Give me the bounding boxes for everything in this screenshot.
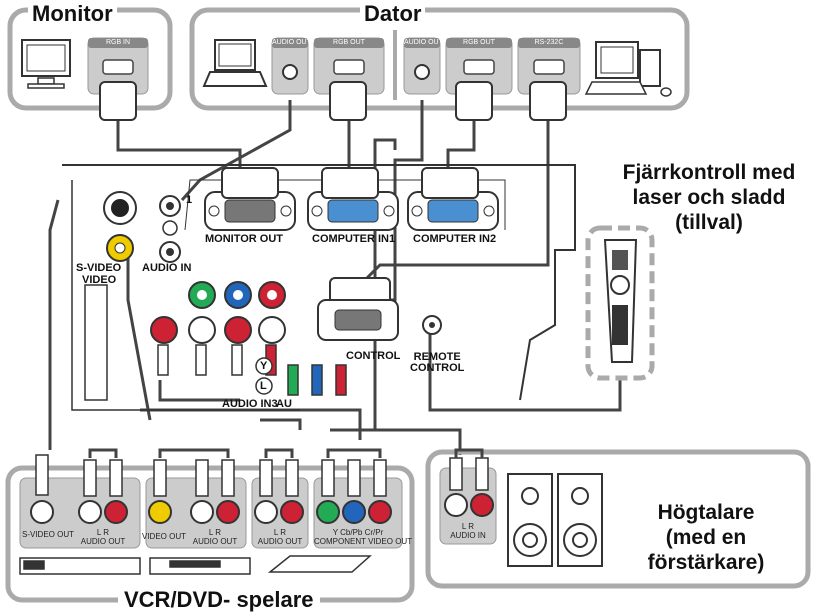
port-label-audio-out-1: AUDIO OUT xyxy=(272,39,311,46)
vga-plugs xyxy=(99,81,567,319)
label-s-video: S-VIDEO xyxy=(76,262,122,274)
label-audio-out-a-text: AUDIO OUT xyxy=(80,537,126,546)
computer-in1-connector xyxy=(307,191,399,231)
label-monitor-out: MONITOR OUT xyxy=(205,233,284,245)
port-label-rgb-out-2: RGB OUT xyxy=(463,39,495,46)
label-computer-in2: COMPUTER IN2 xyxy=(413,233,497,245)
label-audio-in-number: 1 xyxy=(186,194,193,206)
label-computer: Dator xyxy=(360,2,426,26)
label-audio-in: AUDIO IN xyxy=(142,262,192,274)
port-label-rgb-in: RGB IN xyxy=(105,39,131,46)
label-computer-in1: COMPUTER IN1 xyxy=(312,233,396,245)
label-control: CONTROL xyxy=(346,350,401,362)
label-component-video-out: Y Cb/Pb Cr/Pr COMPONENT VIDEO OUT xyxy=(314,528,413,546)
av-output-jacks xyxy=(30,493,494,524)
speaker-group-frame xyxy=(425,449,811,589)
label-speaker-audio-in-text: AUDIO IN xyxy=(450,531,486,540)
av-cable-plugs xyxy=(35,454,489,497)
label-remote-line3: (tillval) xyxy=(675,211,743,234)
label-speaker-audio-in-lr: L R xyxy=(461,522,475,531)
av-cable-brackets xyxy=(88,448,484,458)
laptop-device-icon xyxy=(202,39,268,87)
port-label-rs232c: RS-232C xyxy=(534,39,564,46)
label-speakers-line3: förstärkare) xyxy=(647,551,765,574)
speaker-left-icon xyxy=(507,473,553,567)
port-panel-audio-out-2 xyxy=(403,37,441,95)
label-remote-control-line1: REMOTE xyxy=(413,351,461,363)
label-audio-out-b-text: AUDIO OUT xyxy=(192,537,238,546)
label-remote-control: REMOTE CONTROL xyxy=(410,352,464,374)
label-component-text: COMPONENT VIDEO OUT xyxy=(314,537,413,546)
label-monitor: Monitor xyxy=(28,2,117,26)
label-remote-control-line2: CONTROL xyxy=(410,362,465,374)
monitor-out-connector xyxy=(204,191,296,231)
audio-jacks-row xyxy=(150,316,286,344)
port-label-rgb-out-1: RGB OUT xyxy=(333,39,365,46)
label-audio-out-a: L R AUDIO OUT xyxy=(76,528,130,546)
dvd-device-icon xyxy=(149,557,251,575)
label-remote-line1: Fjärrkontroll med xyxy=(622,161,796,184)
dvd-player-device-icon xyxy=(267,555,372,573)
label-remote: Fjärrkontroll med laser och sladd (tillv… xyxy=(604,160,814,235)
port-panel-rgb-out-2 xyxy=(445,37,513,95)
label-video: VIDEO xyxy=(82,274,117,286)
label-y: Y xyxy=(260,360,268,372)
remote-control-icon xyxy=(603,239,638,363)
label-remote-line2: laser och sladd xyxy=(632,186,786,209)
label-audio-out-a-lr: L R xyxy=(96,528,110,537)
label-speakers: Högtalare (med en förstärkare) xyxy=(616,500,796,575)
remote-control-jack xyxy=(422,315,442,335)
computer-group-frame xyxy=(189,7,690,111)
rca-plugs xyxy=(157,344,347,396)
label-speakers-line1: Högtalare xyxy=(657,501,755,524)
label-audio-out-b: L R AUDIO OUT xyxy=(188,528,242,546)
port-panel-audio-out-1 xyxy=(271,37,309,95)
label-speakers-line2: (med en xyxy=(665,526,747,549)
s-video-jack xyxy=(103,191,137,225)
desktop-pc-device-icon xyxy=(584,41,672,97)
component-jacks xyxy=(188,281,286,309)
label-vcr-dvd: VCR/DVD- spelare xyxy=(118,588,320,612)
label-audio-partial: AU xyxy=(276,398,292,410)
label-audio-out-c-lr: L R xyxy=(273,528,287,537)
label-audio-out-b-lr: L R xyxy=(208,528,222,537)
label-video-out: VIDEO OUT xyxy=(142,532,187,541)
port-panel-rs232c xyxy=(517,37,581,95)
audio-in-jacks xyxy=(159,195,181,263)
remote-frame xyxy=(585,225,655,381)
label-s-video-out: S-VIDEO OUT xyxy=(22,530,75,539)
label-l: L xyxy=(260,380,267,392)
video-jack xyxy=(106,234,134,262)
port-label-audio-out-2: AUDIO OUT xyxy=(404,39,443,46)
projector-panel xyxy=(62,164,576,411)
vcr-device-icon xyxy=(19,557,141,575)
label-audio-out-c-text: AUDIO OUT xyxy=(257,537,303,546)
label-speaker-audio-in: L R AUDIO IN xyxy=(440,522,496,540)
label-audio-out-c: L R AUDIO OUT xyxy=(252,528,308,546)
label-component-ycbcr: Y Cb/Pb Cr/Pr xyxy=(332,528,384,537)
label-audio-in3: AUDIO IN3 xyxy=(222,398,278,410)
computer-in2-connector xyxy=(407,191,499,231)
port-panel-rgb-in xyxy=(87,37,149,95)
monitor-device-icon xyxy=(21,39,71,89)
port-panel-rgb-out-1 xyxy=(313,37,385,95)
speaker-right-icon xyxy=(557,473,603,567)
